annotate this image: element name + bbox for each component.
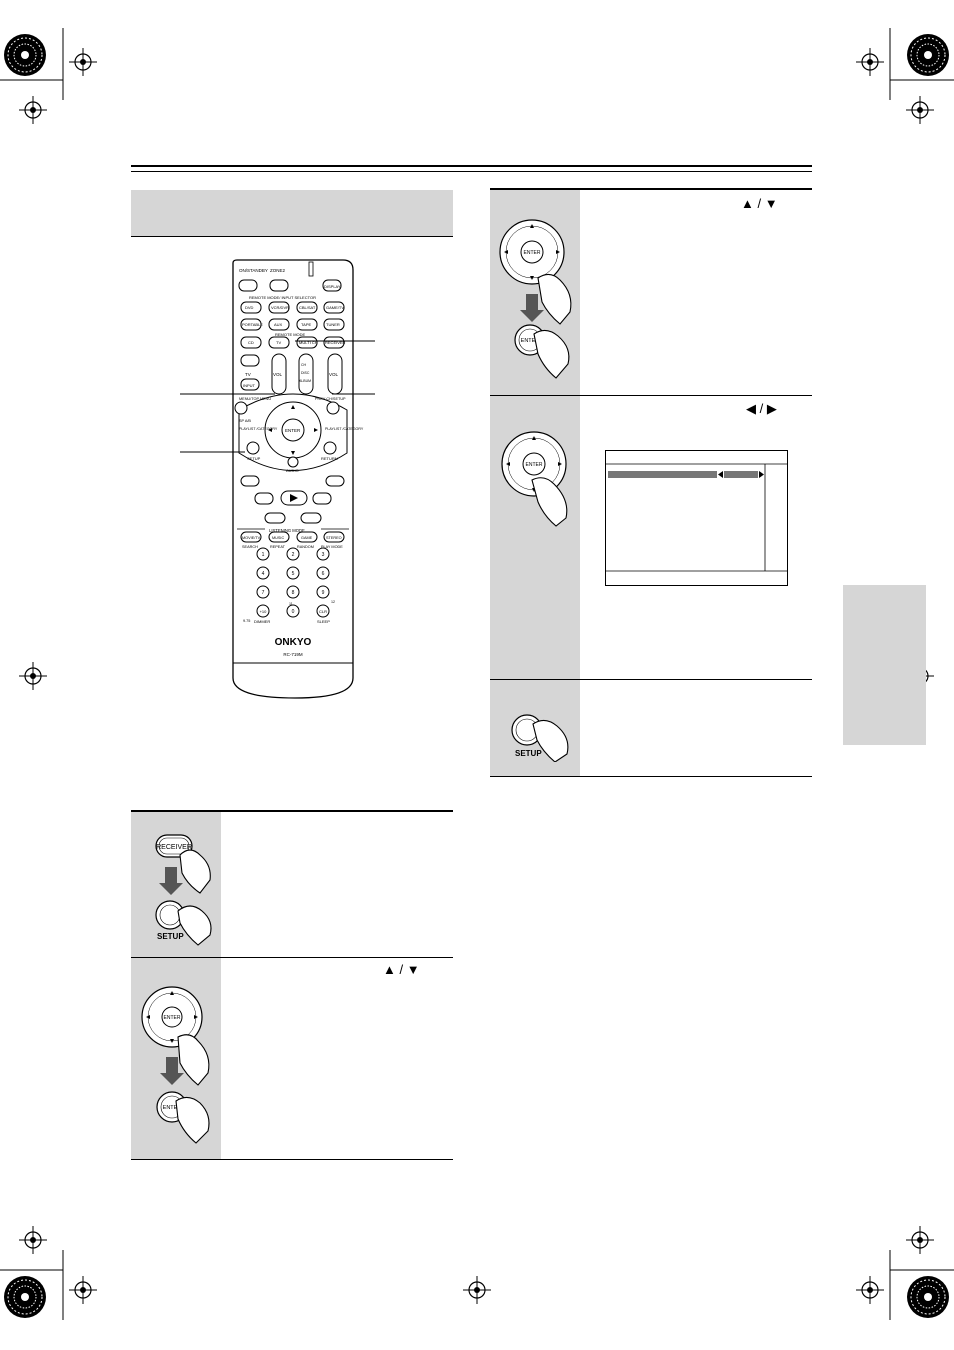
svg-text:0: 0 [292,609,295,615]
step5-illustration: SETUP [511,714,569,762]
svg-text:CLR: CLR [319,609,327,614]
svg-text:DVD: DVD [245,305,254,310]
section-title-underline [131,236,453,237]
step4-arrows: ◀ / ▶ [746,401,777,416]
right-table-rule-2 [490,679,812,680]
svg-text:1: 1 [262,552,265,558]
label-zone2: ZONE2 [270,268,286,273]
svg-text:TUNER: TUNER [326,322,340,327]
svg-text:MUSIC: MUSIC [272,536,284,540]
svg-text:VOL: VOL [329,372,339,377]
svg-text:RETURN: RETURN [321,456,338,461]
svg-text:ENTER: ENTER [524,250,541,256]
svg-text:3: 3 [322,552,325,558]
svg-text:REPEAT: REPEAT [270,545,286,549]
svg-text:RECEIVER: RECEIVER [156,844,192,851]
svg-text:2: 2 [292,552,295,558]
display-button[interactable] [322,279,342,292]
left-table-mid-rule [131,957,453,958]
svg-text:AUDIO: AUDIO [286,468,299,473]
model-label: RC-719M [283,652,303,657]
svg-text:MULTI CH: MULTI CH [299,340,318,345]
svg-text:PLAYLIST /CATEGORY: PLAYLIST /CATEGORY [239,427,278,431]
svg-text:TV: TV [276,340,281,345]
svg-text:DIMMER: DIMMER [254,619,270,624]
svg-text:ENTER: ENTER [163,1105,182,1111]
svg-text:CBL/SAT: CBL/SAT [299,305,316,310]
label-remote-mode-input: REMOTE MODE/ INPUT SELECTOR [249,295,316,300]
svg-text:TAPE: TAPE [301,322,311,327]
svg-text:REMOTE MODE: REMOTE MODE [275,332,306,337]
step1-illustration: RECEIVER SETUP [155,834,212,946]
svg-text:AUX: AUX [274,322,283,327]
svg-text:MENU/TOP MENU: MENU/TOP MENU [239,397,271,401]
svg-text:ENTER: ENTER [164,1015,181,1021]
svg-text:7: 7 [262,590,265,596]
remote-control: ON/STANDBY ZONE2 DISPLAY REMOTE MODE/ IN… [232,259,364,699]
svg-text:11: 11 [289,602,293,606]
svg-text:SETUP: SETUP [157,932,184,941]
svg-text:ALBUM: ALBUM [299,379,311,383]
svg-text:CD: CD [248,340,254,345]
side-tab [843,585,926,745]
label-on-standby: ON/STANDBY [239,268,268,273]
svg-text:VOL: VOL [273,372,283,377]
svg-text:CH: CH [301,363,307,367]
step2-arrows: ▲ / ▼ [383,962,420,977]
left-table-top-rule [131,810,453,812]
svg-text:12: 12 [331,600,335,604]
svg-text:ENTER: ENTER [526,462,543,468]
svg-text:MOVIE/TV: MOVIE/TV [242,536,261,540]
svg-text:ENTER: ENTER [285,428,301,433]
step4-illustration: ENTER [501,431,568,527]
svg-text:PREV CH/SETUP: PREV CH/SETUP [315,397,346,401]
svg-text:9: 9 [322,590,325,596]
right-table-top-rule [490,188,812,190]
svg-text:9.75: 9.75 [243,619,250,623]
svg-text:GAME/TV: GAME/TV [326,305,344,310]
step2-illustration: ENTER ENTER [141,986,210,1144]
power-button[interactable] [238,279,258,292]
receiver-button [155,834,193,858]
zone2-button[interactable] [269,279,289,292]
svg-text:GAME: GAME [301,536,313,540]
svg-text:SEARCH: SEARCH [242,545,258,549]
svg-text:PLAY MODE: PLAY MODE [321,545,343,549]
svg-text:6: 6 [322,571,325,577]
svg-text:RANDOM: RANDOM [297,545,314,549]
step3-arrows: ▲ / ▼ [741,196,778,211]
header-rule-thin [131,171,812,172]
left-table-bottom-rule [131,1159,453,1160]
brand-logo: ONKYO [275,637,312,648]
section-title-box [131,190,453,236]
svg-text:SLEEP: SLEEP [317,619,330,624]
right-table-rule-1 [490,395,812,396]
svg-text:STEREO: STEREO [326,536,342,540]
svg-text:ENTER: ENTER [521,338,540,344]
step3-illustration: ENTER ENTER [499,219,572,379]
label-display: DISPLAY [324,284,341,289]
svg-text:LISTENING MODE: LISTENING MODE [269,528,305,533]
svg-text:INPUT: INPUT [243,383,256,388]
right-table-bottom-rule [490,776,812,777]
svg-text:PLAYLIST /CATEGORY: PLAYLIST /CATEGORY [325,427,364,431]
svg-text:TV: TV [245,372,251,377]
onscreen-menu-mock [605,450,788,586]
svg-text:+10: +10 [260,609,268,614]
remote-callout-lines [180,340,375,453]
svg-text:PORTABLE: PORTABLE [242,322,263,327]
header-rule-thick [131,165,812,167]
svg-text:RECEIVER: RECEIVER [325,340,346,345]
svg-text:SP A/B: SP A/B [239,419,251,423]
svg-text:SETUP: SETUP [515,749,542,758]
svg-text:VCR/DVR: VCR/DVR [271,305,289,310]
svg-text:DISC: DISC [301,371,310,375]
svg-text:4: 4 [262,571,265,577]
svg-text:8: 8 [292,590,295,596]
svg-text:5: 5 [292,571,295,577]
svg-text:SETUP: SETUP [247,456,261,461]
